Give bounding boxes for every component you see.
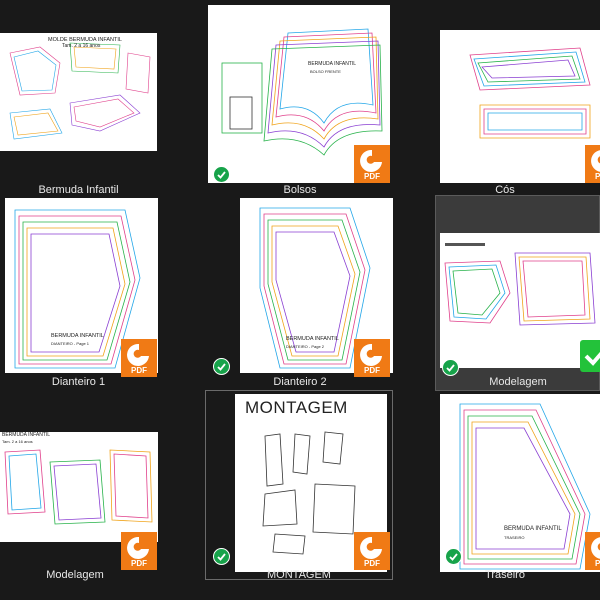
pattern-drawing xyxy=(469,47,591,139)
thumb-title: BERMUDA INFANTIL xyxy=(308,61,357,67)
file-tile[interactable]: BERMUDA INFANTIL DIANTEIRO - Page 2 PDF … xyxy=(205,195,395,395)
sync-status-icon xyxy=(213,166,230,183)
thumb-title: BERMUDA INFANTIL xyxy=(504,526,562,532)
pdf-badge-label: PDF xyxy=(595,559,600,568)
pdf-badge-icon: PDF xyxy=(121,339,157,377)
thumb-subtitle: BOLSO FRENTE xyxy=(310,69,341,74)
pdf-badge-icon: PDF xyxy=(585,532,600,570)
sync-status-icon xyxy=(213,358,230,375)
thumb-subtitle: DIANTEIRO - Page 1 xyxy=(51,341,90,346)
thumb-subtitle: Tam. 2 a 16 anos xyxy=(2,439,33,444)
pdf-badge-label: PDF xyxy=(131,366,147,375)
pattern-drawing xyxy=(459,403,591,570)
pdf-badge-label: PDF xyxy=(364,172,380,181)
pattern-drawing xyxy=(221,28,383,156)
file-thumbnail: MOLDE BERMUDA INFANTIL Tam. 2 a 16 anos xyxy=(0,33,157,151)
file-thumbnail xyxy=(440,233,600,368)
thumb-title: BERMUDA INFANTIL xyxy=(2,432,51,438)
sync-status-icon xyxy=(213,548,230,565)
file-tile[interactable]: BERMUDA INFANTIL BOLSO FRENTE PDF Bolsos xyxy=(205,0,395,200)
file-tile[interactable]: MOLDE BERMUDA INFANTIL Tam. 2 a 16 anos … xyxy=(0,0,190,200)
file-name: Traseiro xyxy=(485,569,525,581)
thumb-title: MOLDE BERMUDA INFANTIL xyxy=(48,37,122,43)
file-name: Bermuda Infantil xyxy=(38,184,119,196)
pdf-badge-icon: PDF xyxy=(121,532,157,570)
pdf-badge-label: PDF xyxy=(364,366,380,375)
file-name: Modelagem xyxy=(46,569,104,581)
pattern-drawing xyxy=(9,42,151,140)
pattern-drawing xyxy=(4,449,153,525)
file-thumbnail: BERMUDA INFANTIL Tam. 2 a 16 anos xyxy=(0,432,158,542)
file-name: Cós xyxy=(495,184,515,196)
file-name: Bolsos xyxy=(283,184,317,196)
pattern-drawing xyxy=(262,431,356,555)
pdf-badge-icon: PDF xyxy=(354,339,390,377)
thumb-subtitle: DIANTEIRO - Page 2 xyxy=(286,344,325,349)
focus-outline xyxy=(205,390,393,580)
thumb-title: BERMUDA INFANTIL xyxy=(286,336,339,342)
pdf-badge-label: PDF xyxy=(131,559,147,568)
file-tile[interactable]: PDF Cós xyxy=(410,0,600,200)
pdf-badge-icon: PDF xyxy=(585,145,600,183)
file-name: Dianteiro 1 xyxy=(51,376,106,388)
thumb-title: MONTAGEM xyxy=(245,398,348,417)
file-tile[interactable]: MONTAGEM PDF MONTAGEM xyxy=(205,390,393,581)
file-name: MONTAGEM xyxy=(267,569,331,581)
file-name: Modelagem xyxy=(489,376,547,388)
file-tile[interactable]: BERMUDA INFANTIL Tam. 2 a 16 anos PDF Mo… xyxy=(0,390,190,581)
sync-status-icon xyxy=(442,359,459,376)
file-name: Dianteiro 2 xyxy=(273,376,327,388)
file-thumbnail: BERMUDA INFANTIL BOLSO FRENTE xyxy=(208,5,390,183)
pdf-badge-label: PDF xyxy=(364,559,380,568)
sync-status-icon xyxy=(445,548,462,565)
file-thumbnail: BERMUDA INFANTIL TRASEIRO xyxy=(440,394,600,572)
file-tile[interactable]: BERMUDA INFANTIL TRASEIRO PDF Traseiro xyxy=(410,390,600,581)
pattern-drawing xyxy=(259,207,371,369)
thumb-title: BERMUDA INFANTIL xyxy=(51,333,104,339)
pattern-drawing xyxy=(14,209,141,369)
green-checkmark-overlay-icon xyxy=(580,340,600,372)
file-tile-selected[interactable]: Modelagem xyxy=(435,195,600,391)
thumb-subtitle: TRASEIRO xyxy=(504,535,525,540)
file-tile[interactable]: BERMUDA INFANTIL DIANTEIRO - Page 1 PDF … xyxy=(0,195,190,395)
file-thumbnail xyxy=(440,30,600,183)
pdf-badge-icon: PDF xyxy=(354,532,390,570)
thumb-subtitle: Tam. 2 a 16 anos xyxy=(62,43,101,49)
pdf-badge-label: PDF xyxy=(595,172,600,181)
pdf-badge-icon: PDF xyxy=(354,145,390,183)
pattern-drawing xyxy=(444,243,596,326)
